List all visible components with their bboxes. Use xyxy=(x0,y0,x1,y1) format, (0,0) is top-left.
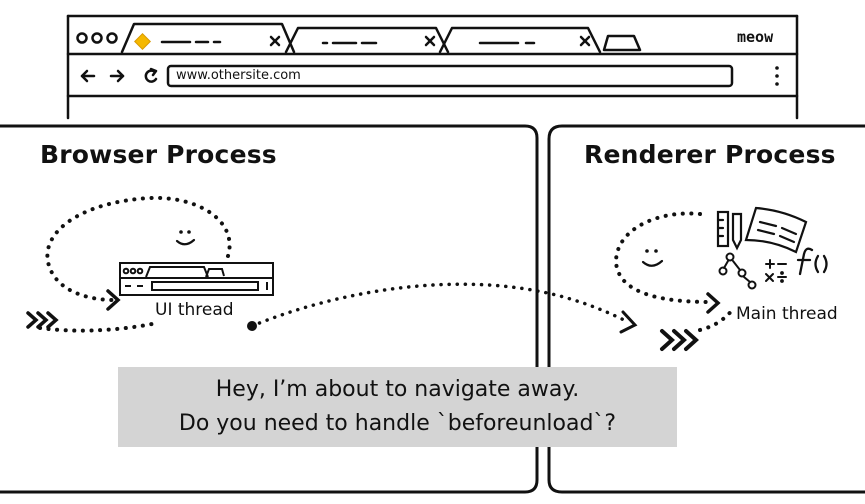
ui-thread-label: UI thread xyxy=(155,300,234,320)
message-arrow xyxy=(250,282,630,328)
math-symbols-icon xyxy=(765,259,787,283)
browser-process-title: Browser Process xyxy=(40,140,277,169)
window-minimize-icon xyxy=(91,32,103,44)
function-symbol-icon xyxy=(796,247,828,276)
mini-browser-icon xyxy=(119,262,274,296)
renderer-process-box xyxy=(547,124,865,494)
book-icon xyxy=(744,206,808,254)
browser-process-box xyxy=(0,124,539,494)
tab-close-icon xyxy=(424,35,436,47)
main-thread-smile xyxy=(641,259,664,267)
ui-thread-smile xyxy=(175,238,196,246)
tab-2 xyxy=(284,26,450,54)
tab-active xyxy=(120,22,296,54)
message-line-1: Hey, I’m about to navigate away. xyxy=(215,377,580,402)
window-close-icon xyxy=(76,32,88,44)
renderer-process-title: Renderer Process xyxy=(584,140,836,169)
tab-brand-label: meow xyxy=(737,28,774,46)
main-thread-label: Main thread xyxy=(736,304,838,324)
reload-icon xyxy=(144,67,158,83)
main-thread-loop xyxy=(613,211,712,304)
ui-thread-arrowhead xyxy=(106,289,121,311)
ruler-pencil-icon xyxy=(716,210,743,251)
new-tab-button xyxy=(602,34,642,52)
forward-arrow-icon xyxy=(109,69,125,83)
back-arrow-icon xyxy=(80,69,96,83)
tab-3 xyxy=(438,26,602,54)
menu-icon xyxy=(775,66,779,86)
address-bar xyxy=(166,64,734,88)
main-thread-chevrons-icon xyxy=(660,329,699,351)
message-callout: Hey, I’m about to navigate away. Do you … xyxy=(118,367,677,447)
main-thread-arrowhead xyxy=(706,292,721,314)
message-start-dot xyxy=(247,321,257,331)
tab-close-icon xyxy=(269,35,281,47)
message-arrowhead xyxy=(619,310,638,334)
favicon-icon xyxy=(134,33,151,50)
ui-thread-tail xyxy=(38,322,154,333)
tab-close-icon xyxy=(579,35,591,47)
browser-window xyxy=(66,14,799,120)
address-bar-url[interactable]: www.othersite.com xyxy=(176,68,301,83)
window-maximize-icon xyxy=(106,32,118,44)
tree-icon xyxy=(718,252,757,290)
message-line-2: Do you need to handle `beforeunload`? xyxy=(178,411,617,436)
ui-thread-start-chevrons-icon xyxy=(26,311,59,329)
main-thread-tail xyxy=(698,306,736,332)
